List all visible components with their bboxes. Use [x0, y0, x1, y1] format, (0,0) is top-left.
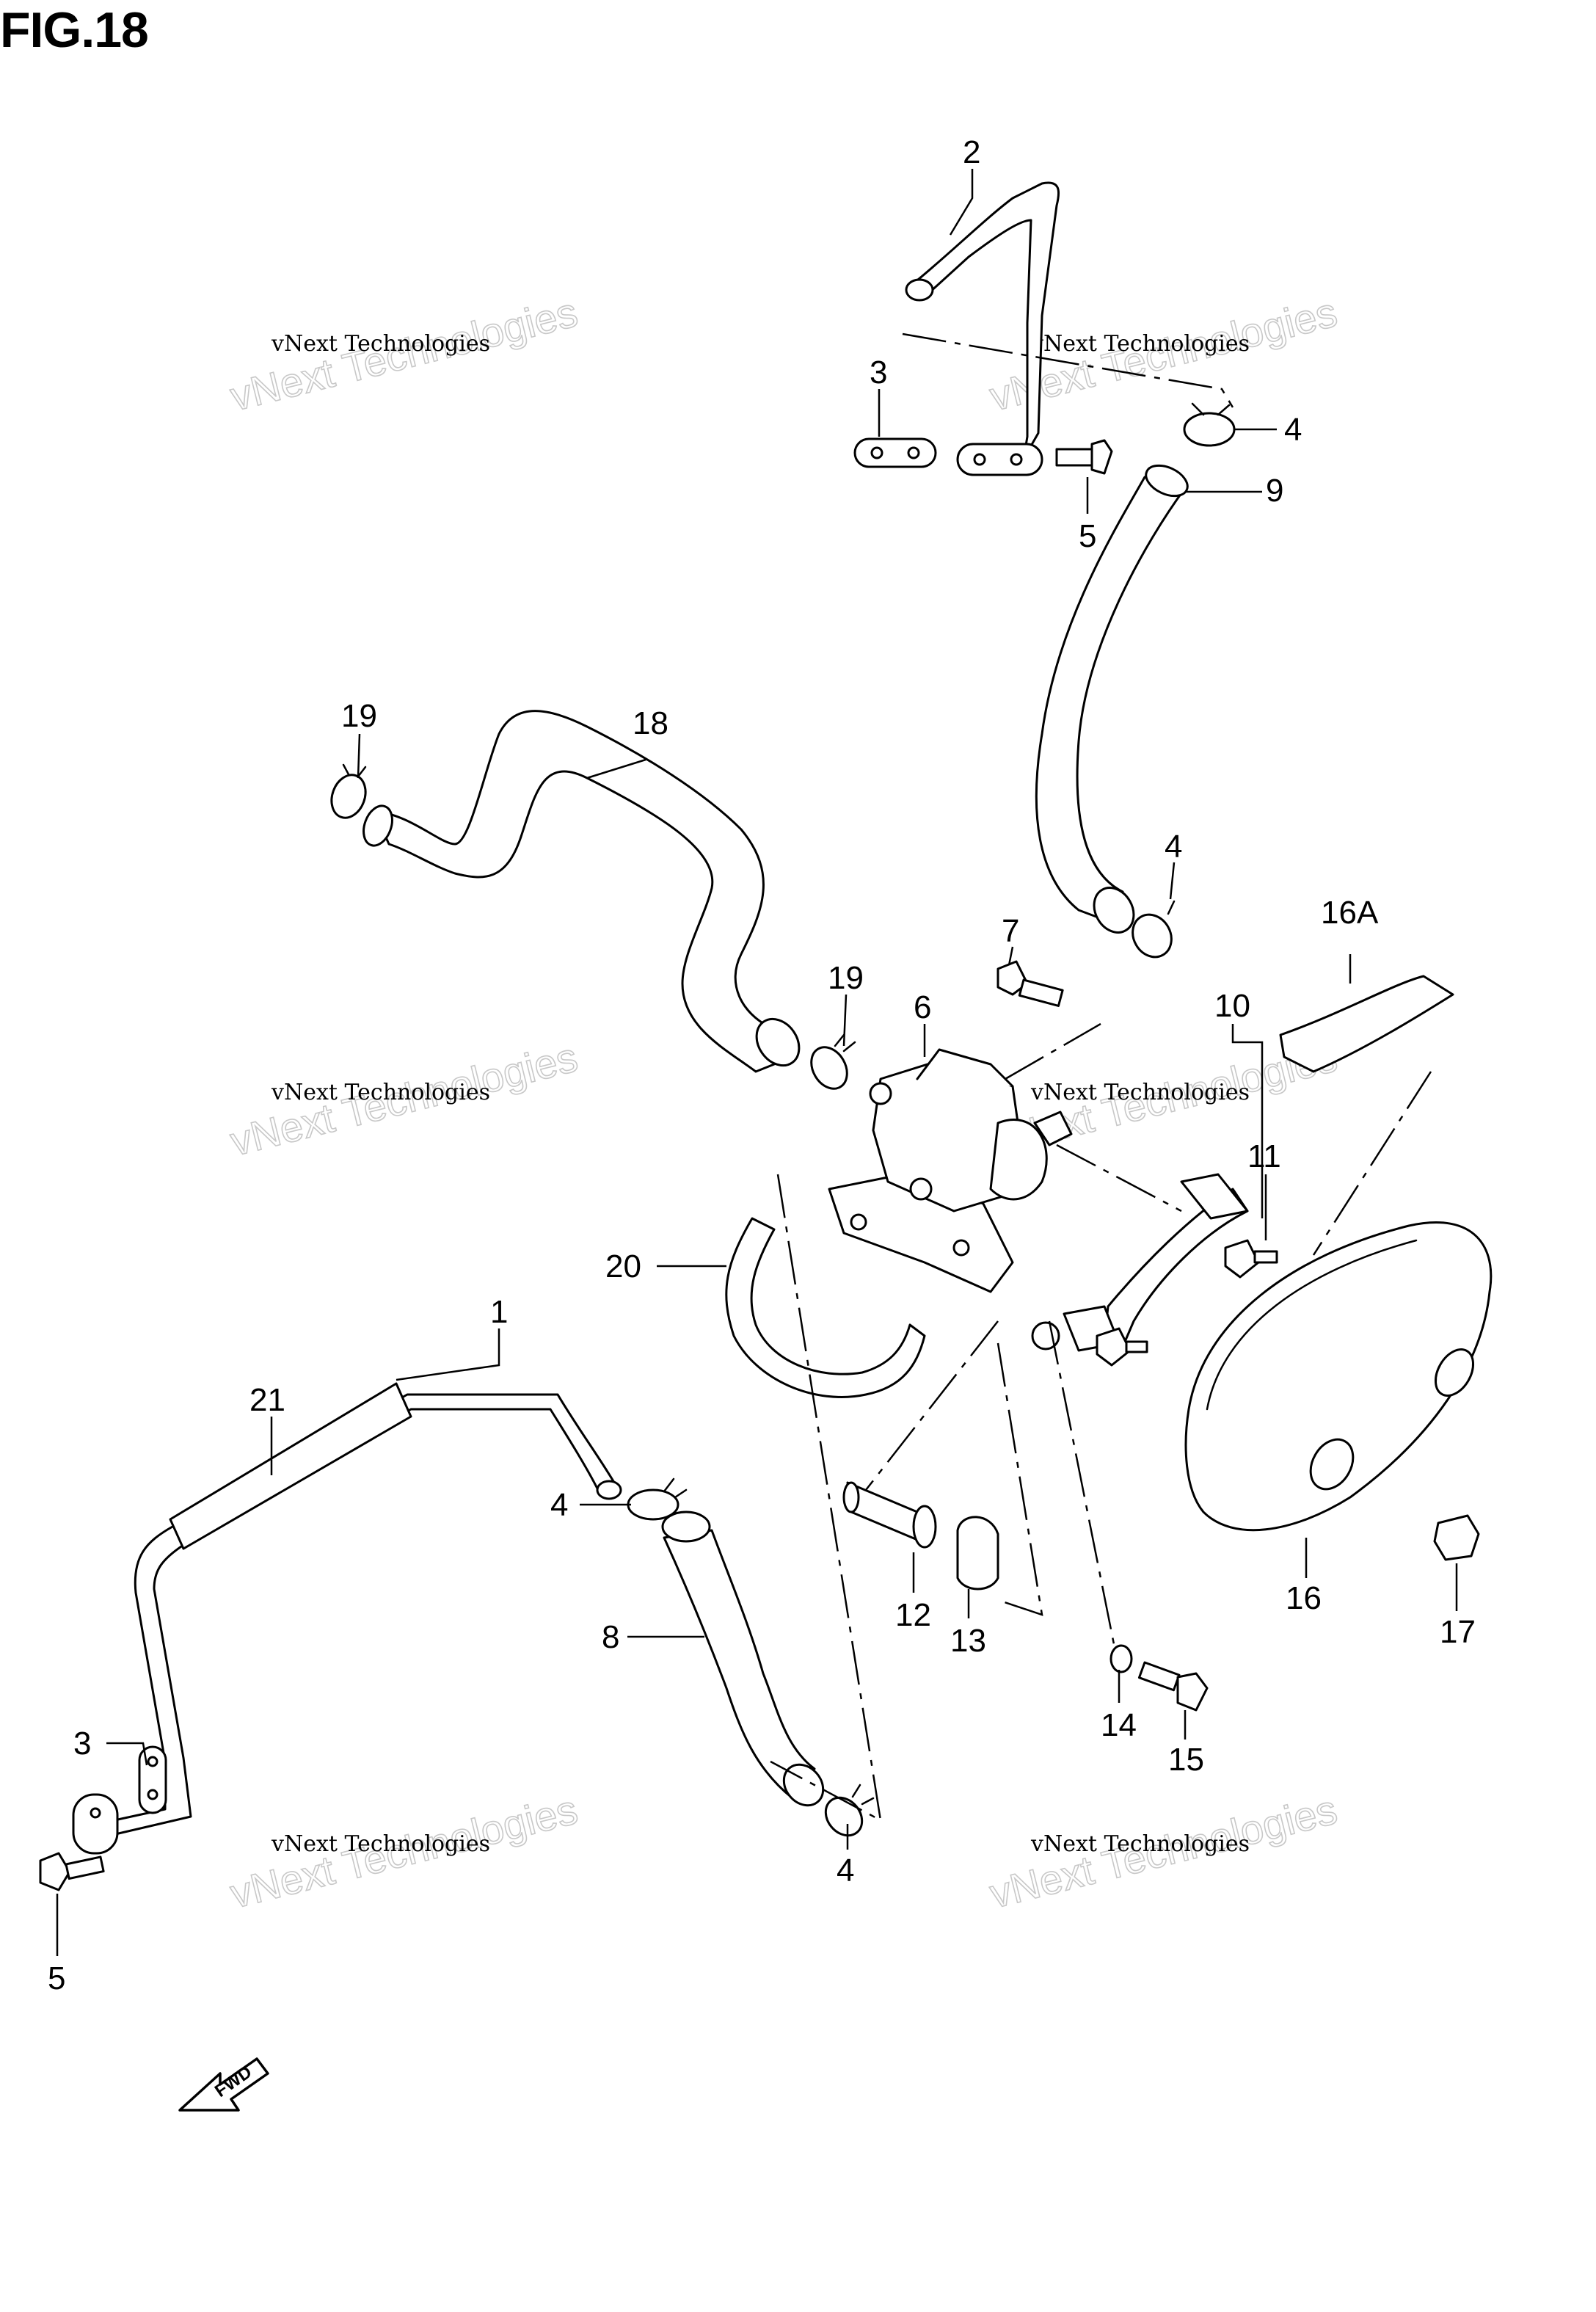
callout-6: 6 [914, 989, 931, 1025]
part-4-clamp-mid [1132, 900, 1176, 959]
watermark-mid-left: vNext Technologies vNext Technologies [225, 1033, 583, 1165]
part-15-bolt [1137, 1661, 1209, 1712]
callout-10: 10 [1214, 988, 1250, 1024]
part-9-hose [1035, 464, 1189, 934]
part-4-clamp-bottom [824, 1784, 875, 1837]
part-2-flange [956, 443, 1043, 476]
figure-title: FIG.18 [0, 2, 149, 58]
callout-3-bottom: 3 [73, 1726, 91, 1762]
callout-12: 12 [895, 1597, 931, 1633]
callout-5-bottom: 5 [48, 1960, 65, 1996]
callout-4-bottom: 4 [837, 1853, 854, 1889]
callout-5-top: 5 [1079, 518, 1096, 554]
part-16-cover [1184, 1221, 1493, 1532]
part-10-lower-bolt [1096, 1327, 1148, 1367]
part-19-clamp-left [330, 763, 367, 819]
part-5-bolt-top [1055, 439, 1113, 475]
callout-11: 11 [1247, 1138, 1281, 1174]
callout-18: 18 [633, 705, 668, 741]
callout-4-top: 4 [1284, 412, 1302, 448]
watermark-bottom-left: vNext Technologies vNext Technologies [225, 1785, 583, 1917]
leader-lines [56, 169, 1458, 1956]
callout-labels: 2 3 4 5 9 19 18 4 7 16A 19 6 10 11 20 1 … [48, 134, 1476, 1996]
part-14-washer [1109, 1644, 1133, 1673]
part-1-pipe [79, 1382, 622, 1844]
callout-16: 16 [1286, 1580, 1322, 1616]
part-6-valve [828, 1048, 1073, 1293]
part-5-bolt-bottom [39, 1852, 105, 1891]
callout-9: 9 [1266, 473, 1283, 509]
part-3-gasket-bottom [138, 1745, 167, 1814]
part-10-bracket [1031, 1173, 1249, 1352]
callout-21: 21 [249, 1382, 285, 1418]
svg-text:vNext Technologies: vNext Technologies [1030, 1080, 1250, 1105]
callout-2: 2 [963, 134, 980, 170]
callout-13: 13 [950, 1623, 986, 1659]
callout-8: 8 [602, 1619, 619, 1655]
callout-4-lower-left: 4 [550, 1487, 568, 1523]
svg-text:vNext Technologies: vNext Technologies [1030, 1831, 1250, 1857]
part-19-clamp-right [810, 1033, 856, 1090]
part-18-hose [362, 710, 801, 1073]
part-3-gasket-top [853, 437, 937, 468]
callout-19-lower: 19 [828, 960, 864, 996]
assembly-guide-lines [770, 332, 1432, 1822]
part-11-bolt [1224, 1239, 1278, 1279]
part-20-hose [725, 1217, 926, 1398]
part-16A-element [1279, 975, 1454, 1073]
callout-3-top: 3 [870, 355, 887, 390]
svg-text:vNext Technologies: vNext Technologies [271, 331, 490, 357]
part-7-bolt [996, 960, 1064, 1007]
part-4-clamp-top [1183, 402, 1236, 447]
watermark-bottom-right: vNext Technologies vNext Technologies [985, 1785, 1342, 1917]
part-1-flange [72, 1793, 119, 1855]
watermark-top-left: vNext Technologies vNext Technologies [225, 288, 583, 420]
callout-15: 15 [1168, 1742, 1204, 1778]
callout-1: 1 [490, 1294, 508, 1330]
callout-7: 7 [1002, 913, 1019, 949]
callout-20: 20 [605, 1248, 641, 1284]
svg-text:vNext Technologies: vNext Technologies [271, 1831, 490, 1857]
part-2-pipe [905, 181, 1060, 460]
callout-16A: 16A [1321, 895, 1379, 931]
part-12-collar [842, 1481, 937, 1549]
svg-text:vNext Technologies: vNext Technologies [1030, 331, 1250, 357]
part-8-hose [661, 1511, 825, 1807]
part-17-bolt [1433, 1514, 1480, 1561]
callout-14: 14 [1101, 1707, 1137, 1743]
callout-4-mid: 4 [1165, 829, 1182, 865]
callout-19-upper: 19 [341, 698, 377, 734]
svg-text:vNext Technologies: vNext Technologies [271, 1080, 490, 1105]
fwd-arrow: FWD [178, 2057, 269, 2112]
callout-17: 17 [1440, 1614, 1476, 1650]
part-13-grommet [956, 1516, 999, 1591]
